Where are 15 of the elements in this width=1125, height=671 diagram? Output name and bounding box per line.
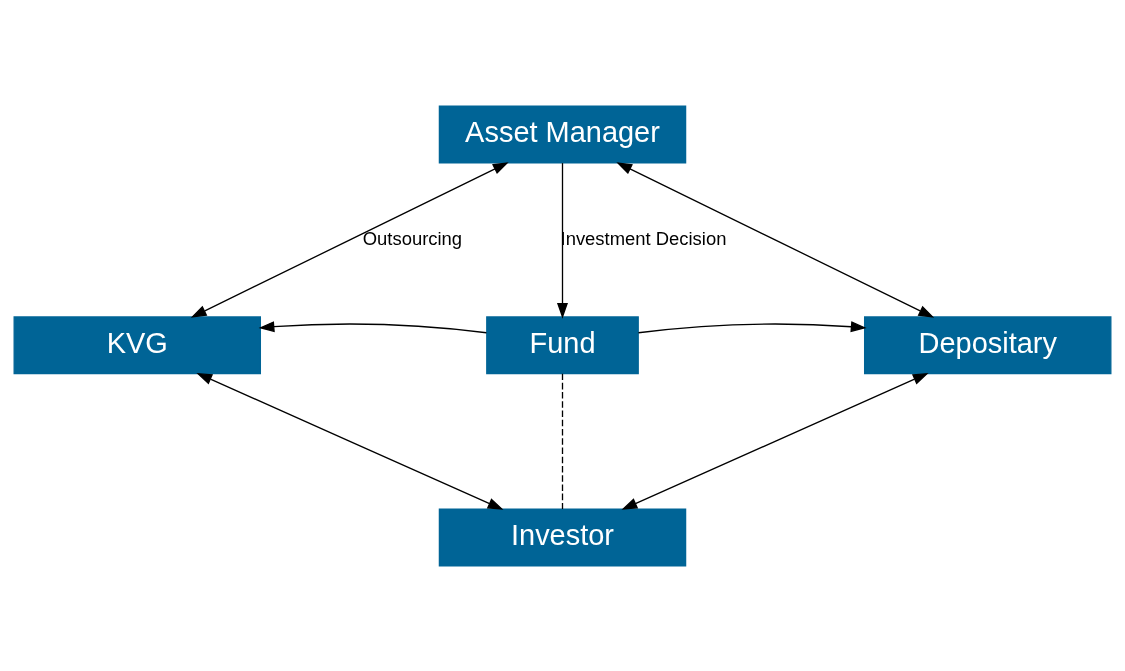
arrow [637, 320, 867, 333]
node-box: Asset Manager [438, 105, 687, 164]
arrow [616, 161, 935, 318]
node-box: Investor [438, 507, 687, 566]
node-box: Fund [486, 315, 639, 374]
arrow [621, 372, 929, 510]
edge-label: Investment Decision [560, 227, 727, 249]
arrow [556, 161, 569, 319]
arrow [190, 161, 509, 318]
connector [561, 372, 564, 510]
node-box: Depositary [864, 315, 1112, 374]
edge-label: Outsourcing [362, 227, 463, 249]
arrow [196, 372, 504, 510]
arrow [258, 320, 488, 333]
node-box: KVG [13, 315, 262, 374]
